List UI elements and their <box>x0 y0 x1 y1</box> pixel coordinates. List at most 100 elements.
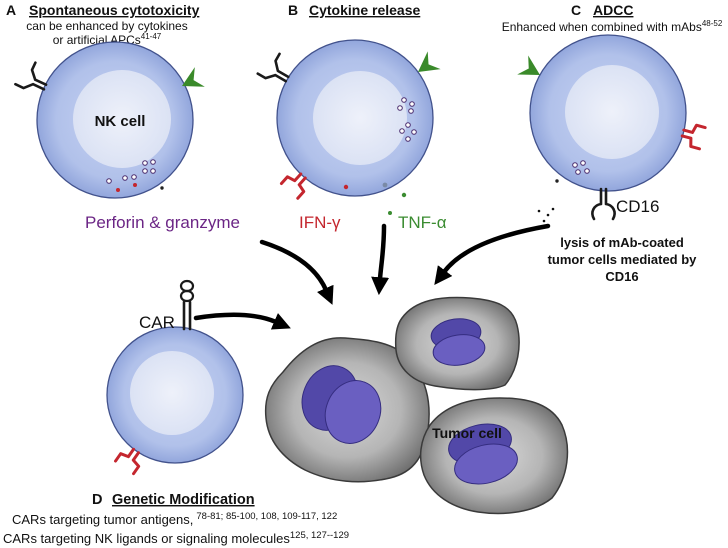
panel-d: D Genetic Modification CARs targeting tu… <box>3 492 349 546</box>
panel-b-title: Cytokine release <box>309 2 420 18</box>
nk-cell-label: NK cell <box>95 113 146 130</box>
panel-c-header: C ADCC Enhanced when combined with mAbs4… <box>502 2 723 34</box>
nk-cell-b <box>256 39 441 215</box>
arrow-car-to-tumor <box>193 312 291 330</box>
car-receptor-stalk <box>182 300 192 331</box>
cd16-receptor <box>591 187 616 221</box>
car-receptor-loop <box>179 289 195 303</box>
panel-c-note-line1: Enhanced when combined with mAbs <box>502 20 702 34</box>
granules-b <box>397 97 417 142</box>
panel-d-title: Genetic Modification <box>112 492 255 508</box>
antibody-dot <box>537 209 541 213</box>
red-receptor-c <box>680 123 707 151</box>
granule <box>142 160 148 166</box>
panel-a-title: Spontaneous cytotoxicity <box>29 2 200 18</box>
tnf-alpha-label: TNF-α <box>398 213 447 232</box>
tumor-cell-top-right <box>394 296 520 391</box>
panel-c-note-wrap: Enhanced when combined with mAbs48-52 <box>502 19 723 34</box>
antibody-dot <box>551 207 555 211</box>
panel-a-header: A Spontaneous cytotoxicity can be enhanc… <box>6 2 200 47</box>
nk-cell-b-nucleus <box>313 71 407 165</box>
lysis-line-2: tumor cells mediated by <box>548 252 698 267</box>
granule <box>409 101 415 107</box>
activating-receptor-b <box>256 52 290 83</box>
panel-c-letter: C <box>571 2 581 18</box>
panel-d-line2-ref: 125, 127--129 <box>290 530 349 541</box>
granule <box>405 136 411 142</box>
green-ligand-c <box>517 55 540 75</box>
red-receptor-b <box>279 172 307 200</box>
panel-c-note-ref: 48-52 <box>702 19 723 28</box>
panel-b-letter: B <box>288 2 298 18</box>
nk-cell-a: NK cell <box>14 41 205 199</box>
tumor-cell-left <box>264 337 430 483</box>
granule <box>142 168 148 174</box>
granule <box>122 175 128 181</box>
nk-cell-a-nucleus <box>73 70 171 168</box>
arrow-adcc-to-tumor <box>434 223 551 285</box>
tumor-cell-label: Tumor cell <box>432 425 502 441</box>
antibody-dot <box>546 213 550 217</box>
tumor-cell-bottom-right: Tumor cell <box>419 397 569 515</box>
activating-receptor-a <box>14 61 48 91</box>
arrow-cytokine-to-tumor <box>371 223 390 296</box>
panel-a-letter: A <box>6 2 16 18</box>
granules-c <box>555 160 590 183</box>
granzyme-dot <box>160 186 164 190</box>
panel-d-line1-wrap: CARs targeting tumor antigens,78-81; 85-… <box>12 511 337 527</box>
panel-d-line2-wrap: CARs targeting NK ligands or signaling m… <box>3 530 349 546</box>
granule <box>150 168 156 174</box>
panel-a-note-ref: 41-47 <box>141 32 162 41</box>
cd16-label: CD16 <box>616 197 659 216</box>
red-receptor-car-cell <box>114 447 141 476</box>
granule <box>405 122 411 128</box>
lysis-line-3: CD16 <box>605 269 638 284</box>
car-receptor-loop <box>179 279 195 293</box>
ifn-dot <box>343 184 349 190</box>
granule <box>408 108 414 114</box>
panel-d-line2: CARs targeting NK ligands or signaling m… <box>3 531 290 546</box>
arrow-perforin-to-tumor <box>259 239 334 305</box>
tumor-nucleus-front <box>324 380 382 444</box>
cytokine-dots <box>343 182 407 215</box>
panel-c-title: ADCC <box>593 2 633 18</box>
granule <box>584 168 590 174</box>
granule <box>401 97 407 103</box>
granzyme-dot <box>555 179 559 183</box>
car-receptor <box>179 279 195 331</box>
perforin-dot <box>133 183 137 187</box>
panel-d-line1-ref: 78-81; 85-100, 108, 109-117, 122 <box>196 511 337 522</box>
lysis-line-1: lysis of mAb-coated <box>560 235 684 250</box>
adcc-lysis-caption: lysis of mAb-coated tumor cells mediated… <box>548 235 698 284</box>
granule <box>572 162 578 168</box>
panel-b-header: B Cytokine release <box>288 2 420 18</box>
antibody-dot <box>542 219 546 223</box>
granule <box>397 105 403 111</box>
cytokine-dot <box>382 182 388 188</box>
perforin-granzyme-label: Perforin & granzyme <box>85 213 240 232</box>
car-nk-cell: CAR <box>106 279 244 476</box>
tumor-nucleus-front <box>432 334 486 366</box>
granule <box>150 159 156 165</box>
nk-cell-c-nucleus <box>565 65 659 159</box>
perforin-dot <box>116 188 120 192</box>
nk-cell-c <box>517 34 707 223</box>
granule <box>399 128 405 134</box>
car-label: CAR <box>139 313 175 332</box>
green-ligand-a <box>182 67 205 87</box>
granule <box>575 169 581 175</box>
panel-d-letter: D <box>92 492 102 508</box>
granules-a <box>106 159 164 192</box>
tumor-nucleus-front <box>454 443 518 485</box>
granule <box>131 174 137 180</box>
tnf-dot <box>401 192 407 198</box>
car-nk-cell-nucleus <box>130 351 214 435</box>
granule <box>580 160 586 166</box>
panel-a-note-line1: can be enhanced by cytokines <box>26 19 187 33</box>
ifn-gamma-label: IFN-γ <box>299 213 341 232</box>
panel-d-line1: CARs targeting tumor antigens, <box>12 512 193 527</box>
arrows <box>193 223 551 330</box>
green-ligand-b <box>418 51 441 72</box>
granule <box>411 129 417 135</box>
antibody-dots <box>537 207 555 223</box>
